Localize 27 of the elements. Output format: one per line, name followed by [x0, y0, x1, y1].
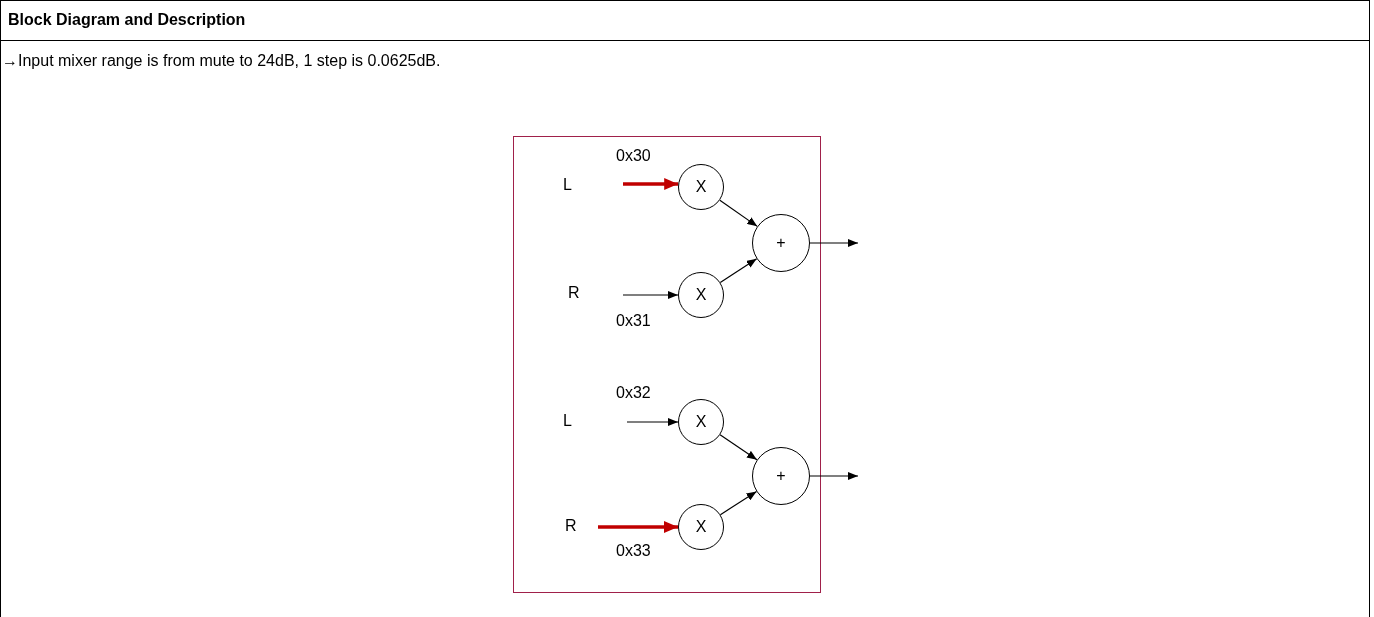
- adder-circle: +: [752, 447, 810, 505]
- multiplier-circle: X: [678, 164, 724, 210]
- arrow: [623, 178, 679, 190]
- channel-label: L: [563, 176, 572, 194]
- register-label: 0x32: [616, 384, 651, 402]
- register-label: 0x31: [616, 312, 651, 330]
- multiplier-circle: X: [678, 399, 724, 445]
- register-label: 0x30: [616, 147, 651, 165]
- arrow: [626, 418, 679, 426]
- arrow: [719, 199, 758, 227]
- section-title: Block Diagram and Description: [8, 11, 246, 29]
- register-label: 0x33: [616, 542, 651, 560]
- mixer-block: [513, 136, 821, 593]
- multiplier-circle: X: [678, 504, 724, 550]
- arrow: [598, 521, 678, 533]
- channel-label: R: [568, 284, 580, 302]
- arrow: [719, 258, 758, 284]
- description-text: →Input mixer range is from mute to 24dB, 1 step is 0.0625dB.: [2, 52, 441, 70]
- arrow: [719, 491, 758, 516]
- adder-circle: +: [752, 214, 810, 272]
- channel-label: R: [565, 517, 577, 535]
- arrow: [622, 291, 679, 299]
- multiplier-circle: X: [678, 272, 724, 318]
- arrow: [719, 434, 758, 461]
- arrow: [809, 239, 859, 247]
- channel-label: L: [563, 412, 572, 430]
- arrow: [809, 472, 859, 480]
